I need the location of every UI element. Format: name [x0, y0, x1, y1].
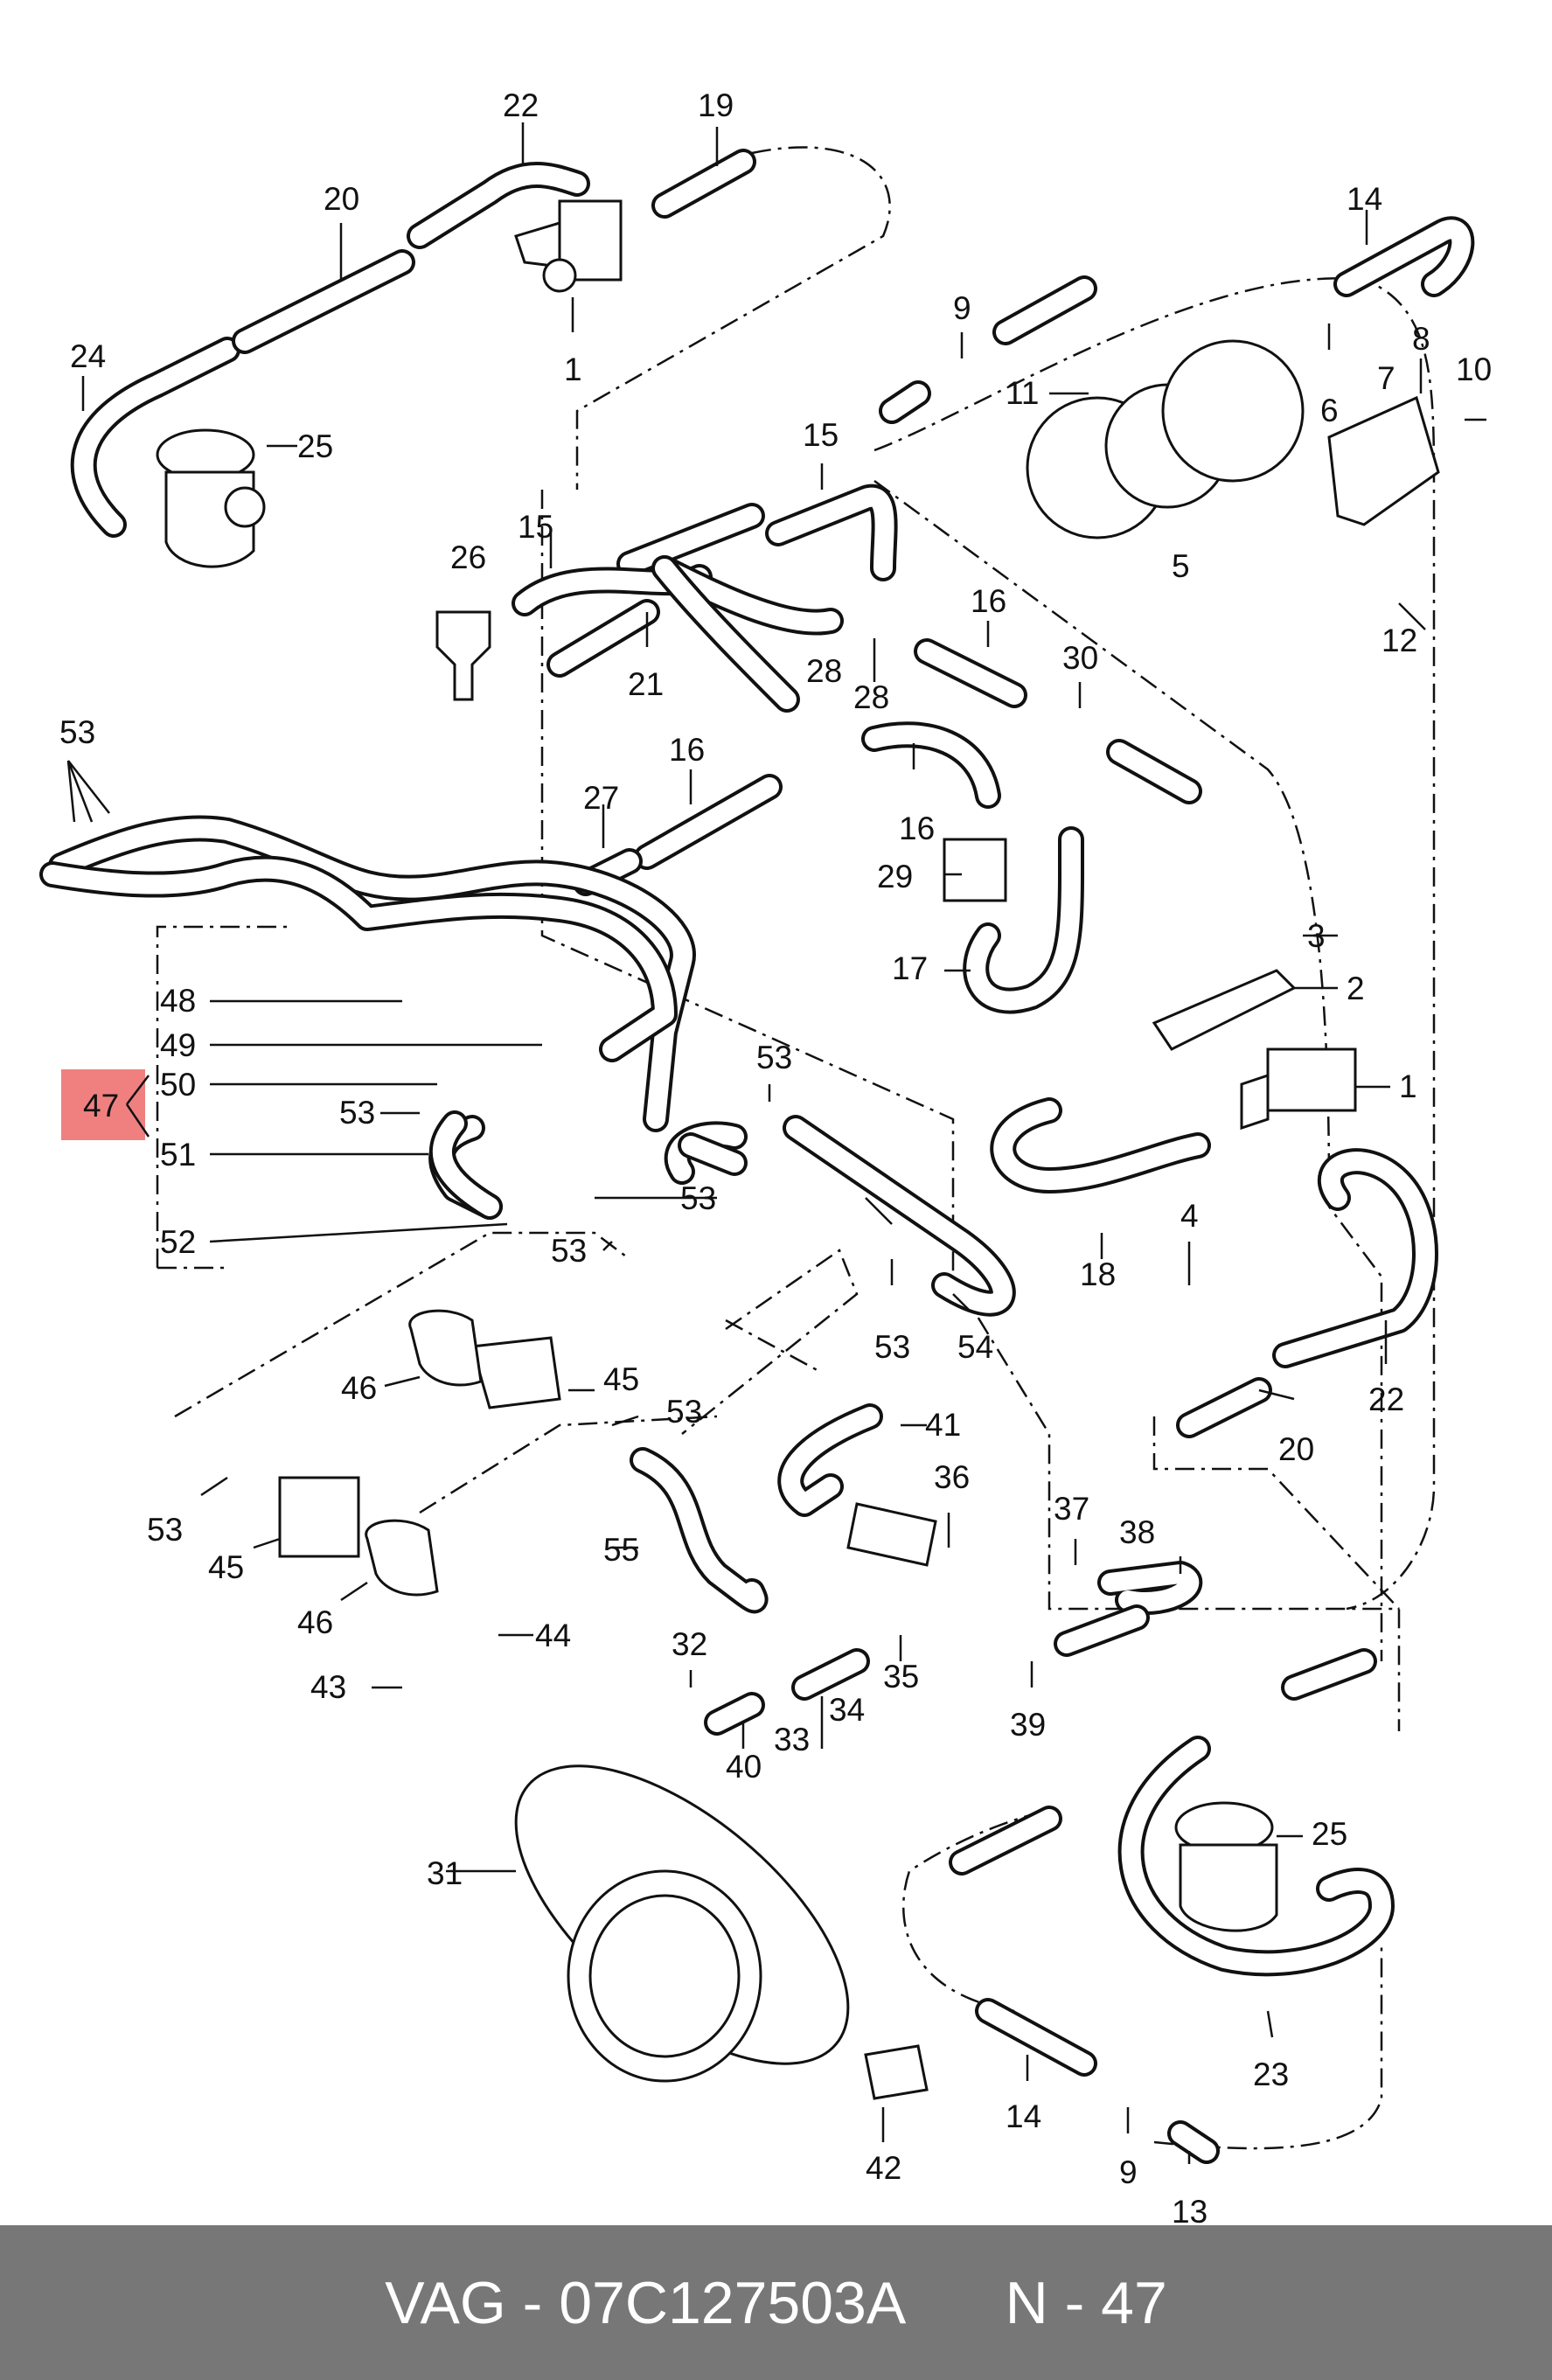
callout-24: 24: [70, 338, 106, 374]
callout-16-mid: 16: [669, 732, 705, 768]
callout-7: 7: [1377, 360, 1395, 396]
callout-52: 52: [160, 1224, 196, 1260]
callout-39: 39: [1010, 1707, 1046, 1743]
callout-40: 40: [726, 1749, 762, 1785]
footer-gap: [906, 2269, 1005, 2337]
callout-2: 2: [1347, 971, 1365, 1006]
callout-54: 54: [957, 1329, 993, 1365]
callout-28-top: 28: [806, 653, 842, 689]
callout-19: 19: [698, 87, 734, 123]
callout-53-bottomleft: 53: [147, 1512, 183, 1548]
callout-14: 14: [1347, 181, 1382, 217]
callout-25-top: 25: [297, 428, 333, 464]
callout-labels: 22 19 20 14 9 8 24 11 7 10 1 6 15 25 15 …: [59, 87, 1492, 2225]
callout-53-valve: 53: [666, 1394, 702, 1430]
callout-30: 30: [1062, 640, 1098, 676]
callout-3: 3: [1307, 918, 1326, 954]
part-info-footer: VAG - 07C127503A N - 47: [0, 2225, 1552, 2380]
brand-label: VAG: [385, 2269, 506, 2336]
callout-1-top: 1: [564, 351, 582, 387]
callout-17: 17: [892, 950, 928, 986]
callout-6: 6: [1320, 393, 1339, 428]
callout-35: 35: [883, 1659, 919, 1695]
part-number: 07C127503A: [559, 2269, 907, 2336]
callout-9: 9: [953, 290, 971, 326]
callout-28-bottom: 28: [853, 679, 889, 715]
callout-9-bottom: 9: [1119, 2154, 1138, 2190]
callout-53-mid: 53: [756, 1040, 792, 1075]
callout-20-right: 20: [1278, 1431, 1314, 1467]
callout-11: 11: [1006, 375, 1039, 411]
callout-8: 8: [1412, 321, 1430, 357]
highlight-box-47: [61, 1069, 145, 1140]
callout-12: 12: [1381, 623, 1417, 658]
components: [156, 199, 1440, 2100]
callout-5: 5: [1172, 548, 1190, 584]
callout-15-left: 15: [518, 509, 553, 545]
callout-38: 38: [1119, 1514, 1155, 1550]
callout-46-upper: 46: [341, 1370, 377, 1406]
position-label: N - 47: [1005, 2269, 1167, 2336]
callout-46-lower: 46: [297, 1604, 333, 1640]
callout-50: 50: [160, 1067, 196, 1103]
callout-42: 42: [866, 2150, 901, 2186]
callout-13: 13: [1172, 2194, 1207, 2225]
callout-53-center: 53: [680, 1180, 716, 1216]
callout-45-upper: 45: [603, 1361, 639, 1397]
callout-1-right: 1: [1399, 1068, 1417, 1104]
callout-43: 43: [310, 1669, 346, 1705]
parts-diagram: 22 19 20 14 9 8 24 11 7 10 1 6 15 25 15 …: [39, 87, 1492, 2225]
callout-33: 33: [774, 1722, 810, 1757]
callout-26: 26: [450, 539, 486, 575]
separator: -: [505, 2269, 560, 2336]
callout-14-bottom: 14: [1006, 2098, 1041, 2134]
callout-51: 51: [160, 1137, 196, 1173]
callout-23: 23: [1253, 2056, 1289, 2092]
callout-41: 41: [925, 1407, 961, 1443]
callout-55: 55: [603, 1532, 639, 1568]
callout-45-lower: 45: [208, 1549, 244, 1585]
callout-37: 37: [1054, 1491, 1089, 1527]
callout-25-bottom: 25: [1312, 1816, 1347, 1852]
callout-18: 18: [1080, 1256, 1116, 1292]
callout-29: 29: [877, 859, 913, 894]
callout-16-right: 16: [899, 811, 935, 846]
callout-44: 44: [535, 1618, 571, 1653]
callout-49: 49: [160, 1027, 196, 1063]
callout-15-right: 15: [803, 417, 839, 453]
callout-36: 36: [934, 1459, 970, 1495]
callout-48: 48: [160, 983, 196, 1019]
callout-4: 4: [1180, 1198, 1199, 1234]
dashed-outlines: [156, 146, 1436, 2150]
callout-20: 20: [324, 181, 359, 217]
callout-34: 34: [829, 1692, 865, 1728]
callout-16-top: 16: [971, 583, 1006, 619]
leader-lines: [66, 122, 1486, 2164]
callout-53-hose: 53: [874, 1329, 910, 1365]
callout-27: 27: [583, 780, 619, 816]
callout-53-left: 53: [339, 1095, 375, 1131]
callout-22-right: 22: [1368, 1381, 1404, 1417]
callout-53-lower: 53: [551, 1233, 587, 1269]
callout-31: 31: [427, 1855, 463, 1891]
callout-22: 22: [503, 87, 539, 123]
callout-21: 21: [628, 666, 664, 702]
callout-47: 47: [83, 1088, 119, 1124]
callout-32: 32: [672, 1626, 707, 1662]
callout-53-topleft: 53: [59, 714, 95, 750]
callout-10: 10: [1456, 351, 1492, 387]
hoses: [39, 149, 1475, 2164]
